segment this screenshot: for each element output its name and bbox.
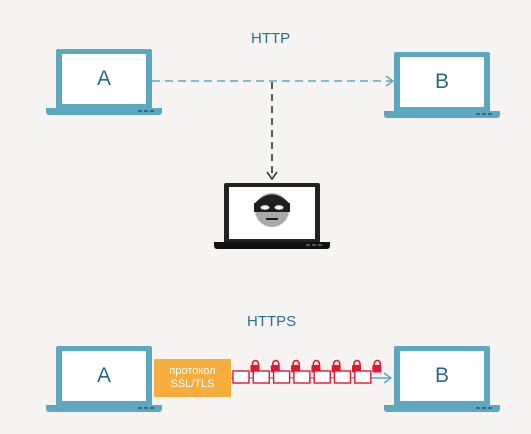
hacker-mask-icon — [253, 191, 291, 229]
https-laptop-b-label: B — [400, 351, 484, 401]
http-title: HTTP — [251, 30, 291, 47]
https-laptop-a-label: A — [62, 351, 146, 401]
http-laptop-b: B — [384, 50, 500, 120]
ssl-tls-protocol-box: протокол SSL/TLS — [154, 359, 231, 397]
padlock-icon — [333, 359, 361, 384]
http-laptop-a-label: A — [62, 54, 146, 104]
padlock-icon — [354, 359, 382, 384]
intercept-arrowhead — [266, 171, 278, 181]
http-arrowhead — [385, 75, 395, 87]
https-laptop-b: B — [384, 344, 500, 414]
protocol-line-1: протокол — [169, 365, 216, 377]
https-title: HTTPS — [247, 313, 297, 330]
http-laptop-b-label: B — [400, 57, 484, 107]
protocol-line-2: SSL/TLS — [170, 378, 215, 390]
secure-channel — [231, 359, 393, 384]
https-laptop-a: A — [46, 344, 162, 414]
padlock-icon — [313, 359, 341, 384]
http-laptop-a: A — [46, 47, 162, 117]
